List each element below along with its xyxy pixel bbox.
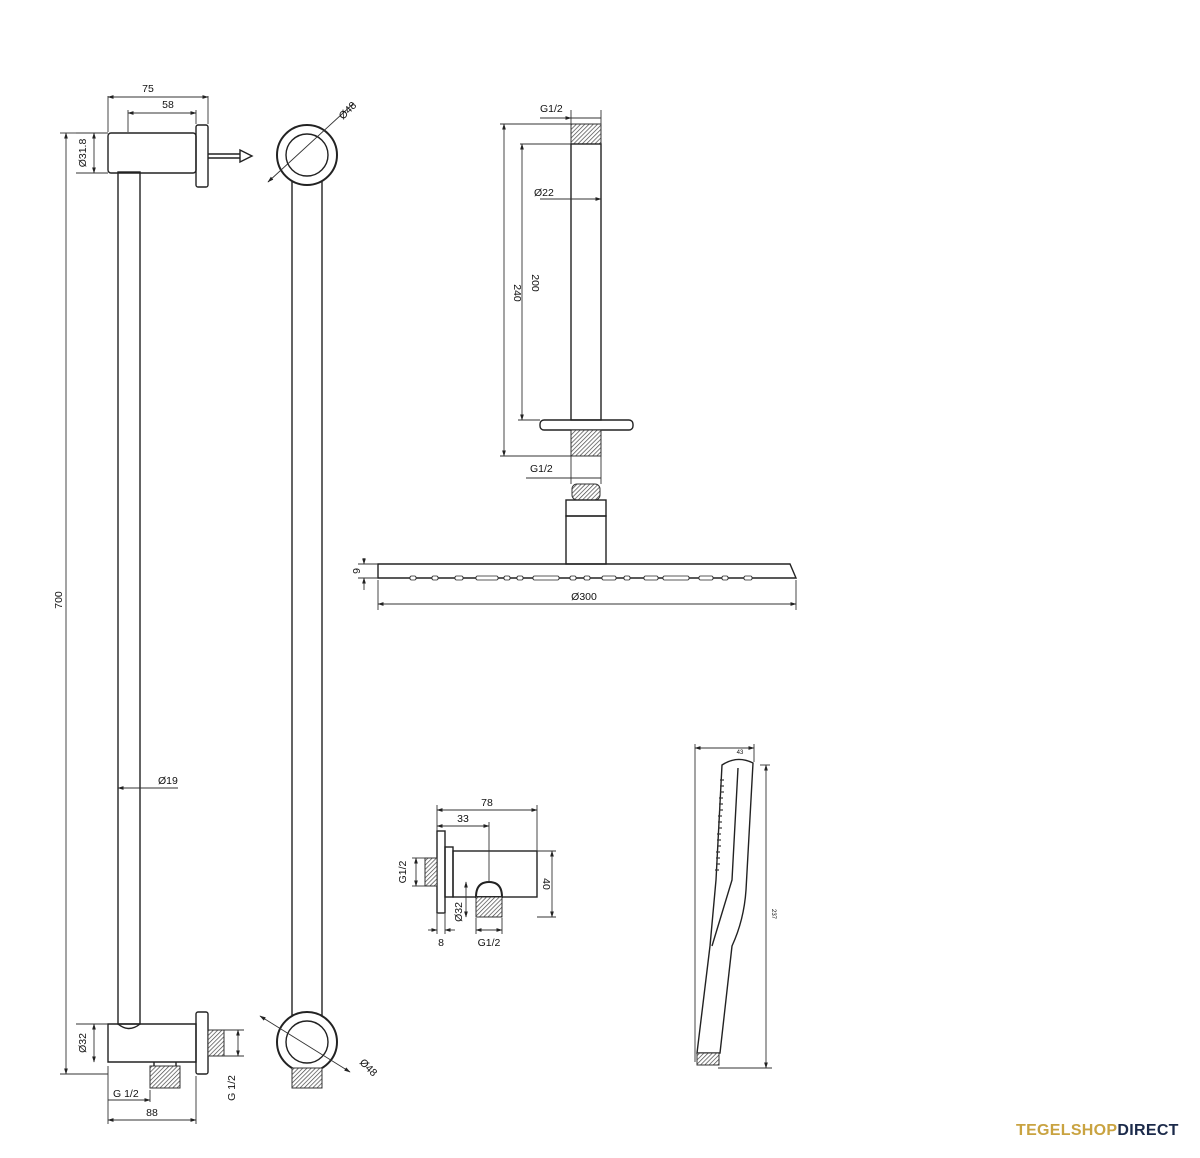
dim-g-half-bottom-label: G 1/2	[113, 1088, 139, 1100]
dim-78-label: 78	[481, 797, 493, 809]
brand-logo-part2: DIRECT	[1117, 1122, 1179, 1139]
wall-outlet: 78 33 G1/2 40 Ø32 8 G1/2	[397, 797, 556, 949]
hand-shower: 43 237	[694, 744, 776, 1069]
dim-outlet-g-half-bottom-label: G1/2	[478, 937, 501, 949]
dim-outlet-d32-label: Ø32	[453, 902, 465, 922]
brand-logo: TEGELSHOPDIRECT	[1016, 1122, 1179, 1140]
brand-logo-part1: TEGELSHOP	[1016, 1122, 1118, 1139]
dim-700-label: 700	[53, 591, 65, 609]
rail-front-view: Ø48 Ø48	[259, 100, 380, 1089]
dim-58-label: 58	[162, 99, 174, 111]
dim-240-label: 240	[511, 284, 523, 302]
dim-outlet-g-half-left-label: G1/2	[397, 860, 409, 883]
dim-d22-label: Ø22	[534, 187, 554, 199]
dim-handshower-width-label: 43	[737, 750, 744, 756]
dim-d32-label: Ø32	[77, 1033, 89, 1053]
shower-arm: G1/2 Ø22 240 200 G1/2	[500, 103, 634, 484]
dim-d48-bottom-label: Ø48	[357, 1057, 380, 1080]
dim-9-label: 9	[351, 568, 363, 574]
dim-arm-g-half-top-label: G1/2	[540, 103, 563, 115]
rail-side-view: 75 58 Ø31.8 700 Ø19 Ø32 G 1/2 88 G 1/2	[53, 83, 254, 1124]
dim-88-label: 88	[146, 1107, 158, 1119]
dim-200-label: 200	[529, 274, 541, 292]
hand-shower-nozzles	[715, 779, 724, 871]
dim-d19-label: Ø19	[158, 775, 178, 787]
rain-shower-head: 9 Ø300	[351, 483, 798, 610]
dim-40-label: 40	[540, 878, 552, 890]
dim-d48-top-label: Ø48	[337, 100, 360, 123]
dim-33-label: 33	[457, 813, 469, 825]
dim-arm-g-half-bottom-label: G1/2	[530, 463, 553, 475]
dim-d300-label: Ø300	[571, 591, 597, 603]
nozzle-row	[409, 575, 753, 581]
dim-8-label: 8	[438, 937, 444, 949]
dim-g-half-side-label: G 1/2	[226, 1075, 238, 1101]
dim-75-label: 75	[142, 83, 154, 95]
dim-d31-8-label: Ø31.8	[77, 139, 89, 168]
dim-handshower-length-label: 237	[770, 909, 776, 920]
